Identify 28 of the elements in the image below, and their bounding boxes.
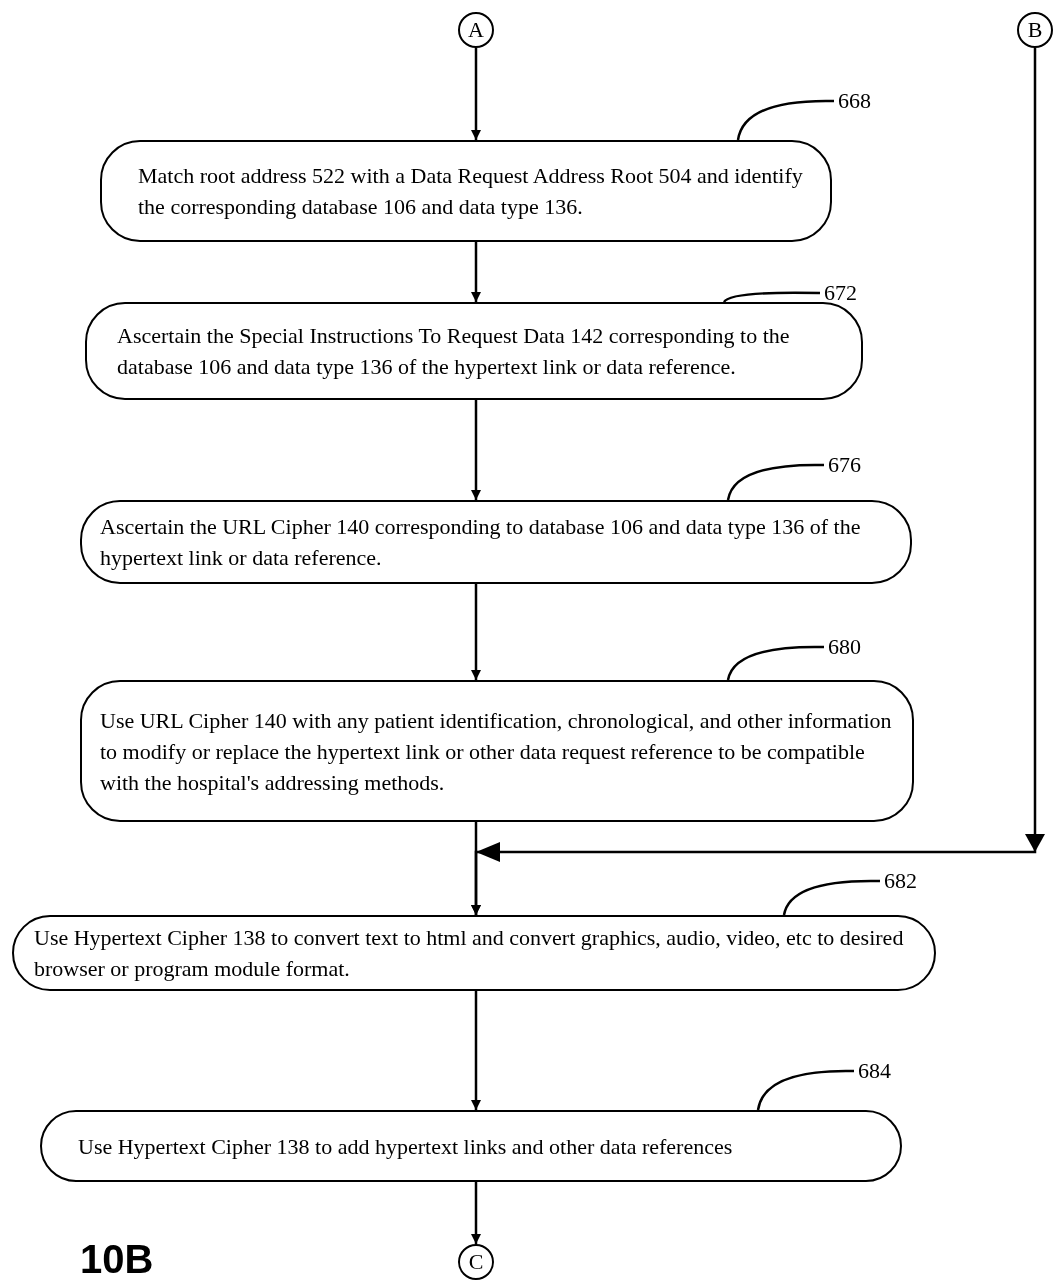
- leader-line: [723, 291, 821, 303]
- leader-line: [726, 645, 824, 681]
- leader-line: [726, 463, 824, 501]
- connector-circle: B: [1017, 12, 1053, 48]
- arrow: [471, 48, 481, 140]
- leader-line: [756, 1069, 854, 1111]
- process-box: Ascertain the URL Cipher 140 corresponding to database 106 and data type 136 of the hypertext link or data reference.: [80, 500, 912, 584]
- connector-circle: A: [458, 12, 494, 48]
- process-box: Use Hypertext Cipher 138 to add hypertext links and other data references: [40, 1110, 902, 1182]
- arrow: [471, 584, 481, 680]
- arrow: [471, 48, 1045, 915]
- process-box: Match root address 522 with a Data Request Address Root 504 and identify the corresponding database 106 and data type 136.: [100, 140, 832, 242]
- arrow: [471, 991, 481, 1110]
- connector-circle: C: [458, 1244, 494, 1280]
- reference-numeral: 668: [838, 88, 871, 114]
- reference-numeral: 676: [828, 452, 861, 478]
- leader-line: [782, 879, 880, 916]
- arrow: [471, 1182, 481, 1244]
- arrow: [471, 242, 481, 302]
- process-box: Use URL Cipher 140 with any patient identification, chronological, and other information to modify or replace the hypertext link or other data request reference to be compatible with the hospital's addressing methods.: [80, 680, 914, 822]
- process-box: Ascertain the Special Instructions To Request Data 142 corresponding to the database 106 and data type 136 of the hypertext link or data reference.: [85, 302, 863, 400]
- process-box: Use Hypertext Cipher 138 to convert text to html and convert graphics, audio, video, etc to desired browser or program module format.: [12, 915, 936, 991]
- leader-line: [736, 99, 834, 141]
- reference-numeral: 684: [858, 1058, 891, 1084]
- arrow: [471, 400, 481, 500]
- figure-label: 10B: [80, 1237, 154, 1282]
- reference-numeral: 680: [828, 634, 861, 660]
- reference-numeral: 682: [884, 868, 917, 894]
